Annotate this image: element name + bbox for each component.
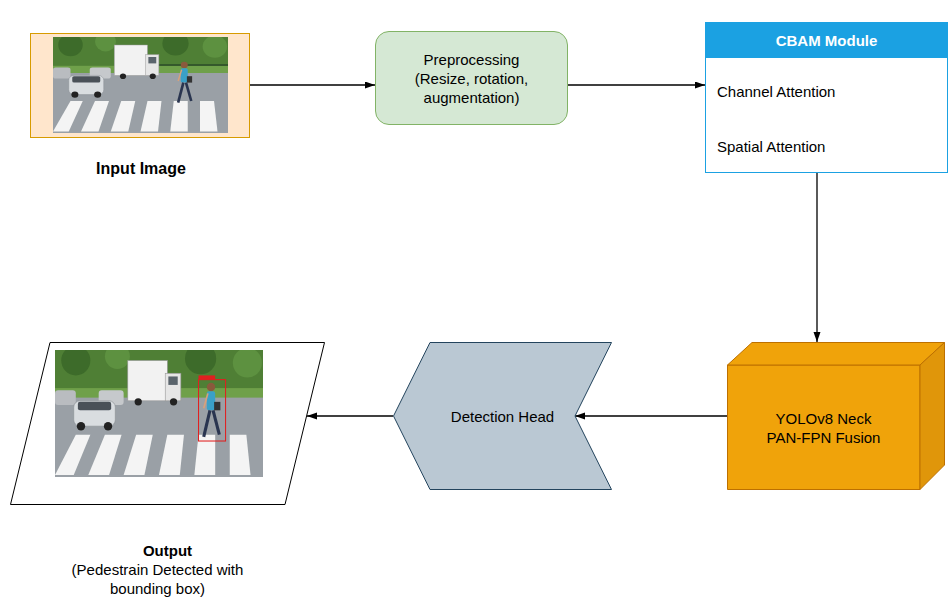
illustration-part [186, 83, 191, 101]
chevron-label: Detection Head [451, 407, 554, 426]
illustration-part [55, 435, 90, 475]
illustration-part [71, 91, 78, 97]
module-item: Spatial Attention [717, 137, 825, 156]
process-label: Preprocessing (Resize, rotation, augment… [404, 50, 539, 107]
street-photo-detected [55, 350, 263, 477]
illustration-part [204, 410, 210, 436]
flow-arrow [307, 415, 393, 416]
street-photo [53, 37, 228, 133]
illustration-part [53, 101, 83, 131]
chevron-shape: Detection Head [393, 342, 612, 490]
illustration-part [61, 350, 90, 375]
illustration-part [77, 422, 85, 430]
illustration-part [203, 37, 228, 58]
illustration-part [207, 383, 215, 391]
illustration-part [148, 57, 156, 63]
illustration-part [53, 67, 71, 78]
input-image-box: Input Image [30, 33, 250, 138]
illustration-part [170, 101, 188, 131]
illustration-part [170, 398, 177, 405]
illustration-part [88, 435, 121, 475]
illustration-part [104, 422, 112, 430]
illustration-part [55, 390, 76, 405]
illustration-part [178, 70, 182, 81]
output-parallelogram: Output(Pedestrain Detected with bounding… [10, 342, 325, 505]
cube-front [728, 365, 921, 490]
illustration-part [162, 37, 188, 55]
cube-top [728, 343, 945, 366]
illustration-part [135, 398, 142, 405]
illustration-part [200, 101, 218, 131]
illustration-part [165, 373, 181, 401]
cube-side [920, 343, 945, 490]
illustration-part [81, 101, 109, 131]
illustration-part [213, 410, 219, 434]
illustration-part [120, 73, 126, 79]
illustration-part [199, 375, 216, 379]
illustration-part [150, 73, 156, 79]
illustration-part [72, 76, 100, 82]
flow-arrow [575, 415, 727, 416]
illustration-part [181, 62, 188, 68]
flow-arrow [568, 84, 705, 85]
illustration-part [233, 350, 262, 378]
parallelogram-outline [11, 343, 325, 505]
illustration-part [111, 101, 136, 131]
illustration-part [114, 45, 147, 75]
illustration-part [158, 64, 228, 66]
module-title: CBAM Module [776, 31, 878, 50]
image-caption: Input Image [0, 159, 291, 178]
process-box: Preprocessing (Resize, rotation, augment… [375, 31, 568, 125]
illustration-part [204, 393, 208, 408]
illustration-part [55, 398, 263, 477]
illustration-part [53, 73, 228, 133]
module-item: Channel Attention [717, 82, 835, 101]
module-box: CBAM ModuleChannel AttentionSpatial Atte… [705, 22, 948, 173]
illustration-part [187, 76, 192, 82]
flow-arrow [816, 173, 817, 342]
illustration-part [178, 83, 183, 103]
illustration-part [105, 350, 130, 369]
cube-label: YOLOv8 Neck PAN-FPN Fusion [759, 409, 889, 447]
illustration-part [128, 361, 168, 401]
illustration-part [159, 435, 184, 475]
illustration-part [230, 435, 251, 475]
output-title: Output [10, 541, 325, 560]
neck-cube: YOLOv8 Neck PAN-FPN Fusion [727, 342, 945, 490]
module-header: CBAM Module [706, 23, 947, 58]
illustration-part [141, 101, 162, 131]
illustration-part [185, 350, 216, 374]
cube-text-area: YOLOv8 Neck PAN-FPN Fusion [727, 365, 920, 490]
illustration-part [168, 376, 177, 384]
illustration-part [94, 91, 101, 97]
illustration-part [58, 37, 83, 56]
illustration-part [146, 55, 159, 76]
illustration-part [199, 380, 226, 441]
illustration-part [124, 435, 153, 475]
illustration-part [95, 37, 116, 51]
flow-arrow [250, 84, 375, 85]
chevron-outline [394, 343, 612, 490]
illustration-part [78, 402, 111, 410]
output-caption: (Pedestrain Detected with bounding box) [53, 560, 263, 598]
illustration-part [214, 402, 220, 410]
